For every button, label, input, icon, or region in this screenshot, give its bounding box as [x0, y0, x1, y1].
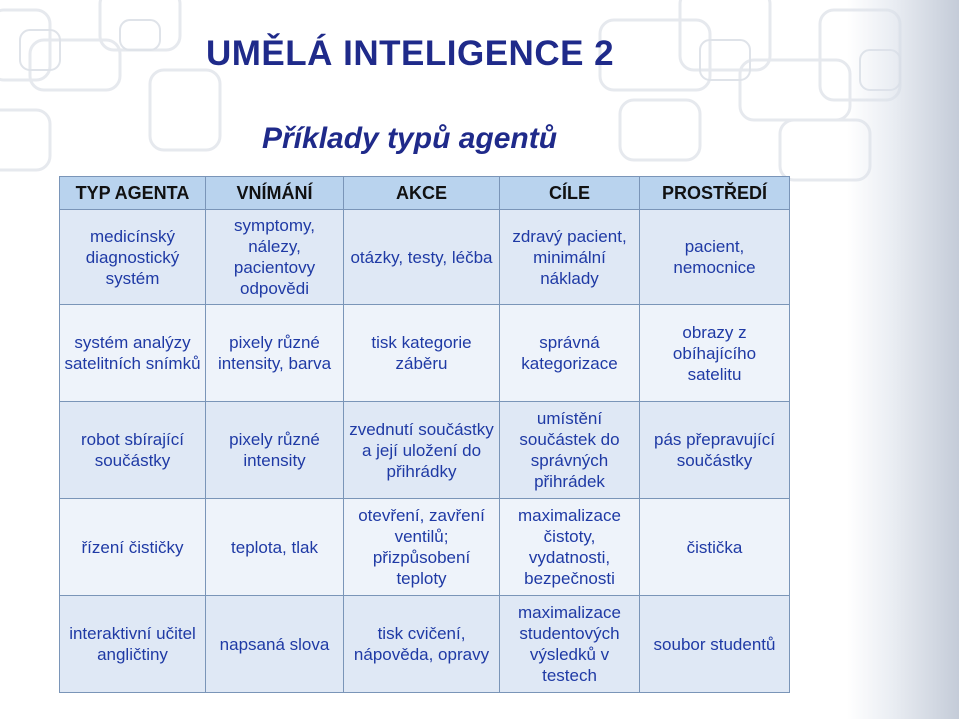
cell-action: otevření, zavření ventilů; přizpůsobení … [343, 498, 500, 596]
cell-action: otázky, testy, léčba [343, 209, 500, 305]
cell-agent-type: interaktivní učitel angličtiny [59, 595, 206, 693]
cell-action: tisk cvičení, nápověda, opravy [343, 595, 500, 693]
cell-environment: pás přepravující součástky [639, 401, 790, 499]
header-perception: VNÍMÁNÍ [205, 176, 344, 210]
cell-perception: pixely různé intensity, barva [205, 304, 344, 402]
cell-agent-type: systém analýzy satelitních snímků [59, 304, 206, 402]
cell-perception: symptomy, nálezy, pacientovy odpovědi [205, 209, 344, 305]
cell-environment: soubor studentů [639, 595, 790, 693]
cell-perception: teplota, tlak [205, 498, 344, 596]
table-row: řízení čističky teplota, tlak otevření, … [59, 498, 790, 596]
table-header-row: TYP AGENTA VNÍMÁNÍ AKCE CÍLE PROSTŘEDÍ [59, 176, 790, 210]
table-row: robot sbírající součástky pixely různé i… [59, 401, 790, 499]
header-action: AKCE [343, 176, 500, 210]
cell-goals: zdravý pacient, minimální náklady [499, 209, 640, 305]
cell-agent-type: medicínský diagnostický systém [59, 209, 206, 305]
header-environment: PROSTŘEDÍ [639, 176, 790, 210]
cell-agent-type: řízení čističky [59, 498, 206, 596]
cell-environment: obrazy z obíhajícího satelitu [639, 304, 790, 402]
page-title: UMĚLÁ INTELIGENCE 2 [206, 34, 615, 73]
cell-goals: umístění součástek do správných přihráde… [499, 401, 640, 499]
table-row: interaktivní učitel angličtiny napsaná s… [59, 595, 790, 693]
cell-goals: správná kategorizace [499, 304, 640, 402]
cell-environment: čistička [639, 498, 790, 596]
cell-environment: pacient, nemocnice [639, 209, 790, 305]
header-goals: CÍLE [499, 176, 640, 210]
header-agent-type: TYP AGENTA [59, 176, 206, 210]
cell-perception: napsaná slova [205, 595, 344, 693]
cell-agent-type: robot sbírající součástky [59, 401, 206, 499]
cell-goals: maximalizace studentových výsledků v tes… [499, 595, 640, 693]
table-row: systém analýzy satelitních snímků pixely… [59, 304, 790, 402]
table-row: medicínský diagnostický systém symptomy,… [59, 209, 790, 305]
decorative-side-strip [847, 0, 959, 719]
cell-action: tisk kategorie záběru [343, 304, 500, 402]
cell-perception: pixely různé intensity [205, 401, 344, 499]
cell-goals: maximalizace čistoty, vydatnosti, bezpeč… [499, 498, 640, 596]
cell-action: zvednutí součástky a její uložení do při… [343, 401, 500, 499]
page-subtitle: Příklady typů agentů [262, 122, 558, 155]
agent-types-table: TYP AGENTA VNÍMÁNÍ AKCE CÍLE PROSTŘEDÍ m… [59, 176, 790, 693]
